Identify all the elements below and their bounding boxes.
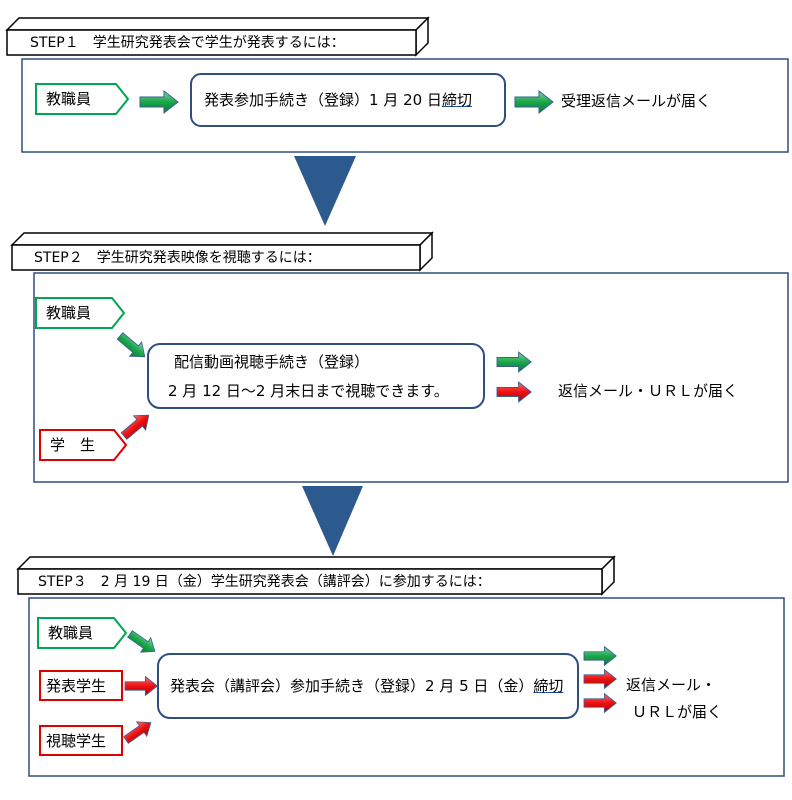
step3-result-line2: ＵＲＬが届く	[632, 703, 723, 721]
step3-header-box	[16, 555, 616, 596]
big-down-arrow-1	[294, 156, 356, 226]
step3-arrow-out-red-2	[583, 693, 617, 713]
step2-arrow-student	[117, 407, 156, 444]
step2-student-tag	[39, 429, 128, 461]
step3-process-label: 発表会（講評会）参加手続き（登録）2 月 5 日（金）締切	[170, 676, 563, 696]
step2-header: STEP２ 学生研究発表映像を視聴するには：	[34, 250, 321, 266]
step2-arrow-out-red	[496, 381, 532, 403]
step3-arrow-out-red-1	[583, 669, 617, 689]
step1-process-text: 発表参加手続き（登録）1 月 20 日	[204, 91, 442, 109]
step3-process-box	[157, 653, 579, 719]
step2-staff-tag	[35, 297, 126, 329]
step2-result-label: 返信メール・ＵＲＬが届く	[558, 382, 739, 400]
step3-panel	[28, 597, 785, 777]
step3-deadline-text: 締切	[533, 677, 564, 695]
step1-header-box	[5, 16, 430, 57]
step3-presenter-tag	[39, 670, 123, 701]
step2-arrow-out-green	[496, 351, 532, 373]
step3-arrow-staff	[124, 626, 161, 660]
step3-viewer-tag	[39, 725, 123, 756]
step3-header: STEP３ 2 月 19 日（金）学生研究発表会（講評会）に参加するには：	[38, 574, 491, 590]
step3-staff-tag	[37, 617, 128, 649]
step1-panel	[21, 58, 789, 153]
step3-viewer-label: 視聴学生	[46, 732, 107, 750]
step1-arrow-1	[139, 90, 179, 114]
step2-header-box	[10, 231, 434, 272]
step3-staff-label: 教職員	[48, 624, 94, 642]
step2-student-label: 学 生	[50, 436, 96, 454]
step2-process-box	[147, 343, 485, 409]
step3-arrow-out-green	[583, 646, 617, 666]
step2-process-line2: 2 月 12 日～2 月末日まで視聴できます。	[168, 382, 449, 400]
step1-result-label: 受理返信メールが届く	[561, 92, 712, 110]
step2-panel	[33, 272, 789, 483]
step1-staff-label: 教職員	[46, 90, 92, 108]
step3-presenter-label: 発表学生	[46, 677, 107, 695]
step1-process-box	[190, 73, 506, 127]
step1-staff-tag	[35, 83, 130, 115]
step3-process-text: 発表会（講評会）参加手続き（登録）2 月 5 日（金）	[170, 677, 534, 695]
step2-staff-label: 教職員	[46, 304, 92, 322]
step1-deadline-text: 締切	[441, 91, 472, 109]
big-down-arrow-2	[302, 486, 363, 556]
step1-process-label: 発表参加手続き（登録）1 月 20 日締切	[204, 90, 472, 110]
step2-process-line1: 配信動画視聴手続き（登録）	[174, 353, 370, 371]
step2-arrow-staff	[113, 328, 152, 365]
step3-result-line1: 返信メール・	[626, 676, 717, 694]
step1-arrow-2	[514, 90, 554, 114]
step1-header: STEP１ 学生研究発表会で学生が発表するには：	[30, 35, 345, 51]
step3-arrow-presenter	[124, 676, 158, 696]
step3-arrow-viewer	[120, 714, 157, 748]
